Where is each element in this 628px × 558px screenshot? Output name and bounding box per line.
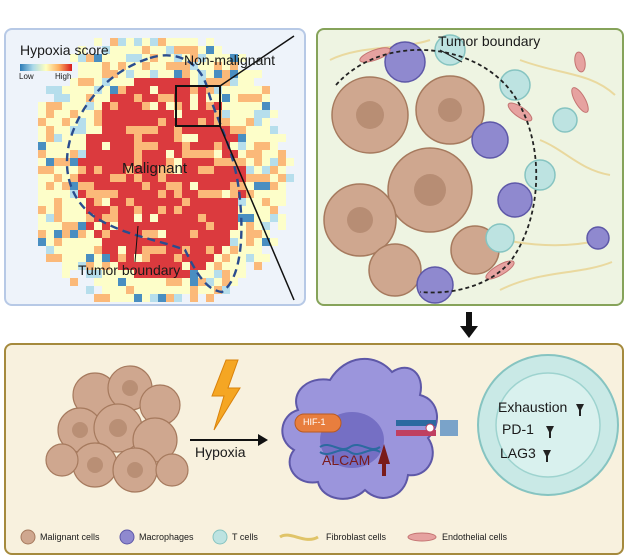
- alcam-label: ALCAM: [322, 452, 371, 468]
- legend-malignant-label: Malignant cells: [40, 532, 100, 542]
- legend-tcell-label: T cells: [232, 532, 258, 542]
- lag3-label: LAG3: [500, 445, 536, 461]
- legend-macrophage-label: Macrophages: [139, 532, 194, 542]
- tumor-microenvironment-panel: [316, 28, 624, 306]
- pd1-label: PD-1: [502, 421, 534, 437]
- illustration-boundary-label: Tumor boundary: [438, 33, 541, 49]
- scale-low-label: Low: [19, 72, 34, 81]
- heatmap-boundary-label: Tumor boundary: [78, 262, 181, 278]
- heatmap-title: Hypoxia score: [20, 42, 109, 58]
- non-malignant-label: Non-malignant: [184, 52, 276, 68]
- scale-high-label: High: [55, 72, 72, 81]
- exhaustion-label: Exhaustion: [498, 399, 568, 415]
- legend-fibroblast-label: Fibroblast cells: [326, 532, 387, 542]
- hypoxia-label: Hypoxia: [195, 444, 246, 460]
- legend-endothelial-label: Endothelial cells: [442, 532, 508, 542]
- hif1-label: HIF-1: [303, 417, 326, 427]
- down-arrow-icon: [460, 312, 478, 338]
- malignant-label: Malignant: [122, 160, 188, 177]
